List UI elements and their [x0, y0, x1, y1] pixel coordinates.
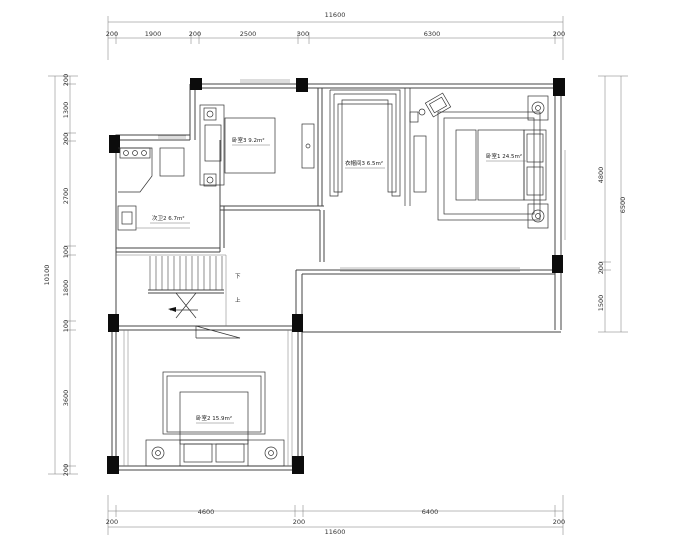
left-seg-5: 100 [62, 246, 70, 258]
column [296, 78, 308, 92]
bottom-total-dimension: 11600 [325, 528, 346, 536]
column [107, 456, 119, 474]
bottom-dimension-chain: 200 4600 200 6400 200 11600 [106, 495, 565, 536]
walls [111, 83, 562, 471]
left-seg-4: 2700 [62, 188, 70, 205]
windows [158, 79, 566, 272]
top-seg-7: 200 [553, 30, 565, 38]
left-seg-2: 1300 [62, 102, 70, 119]
column [108, 314, 119, 332]
column [553, 78, 565, 96]
bottom-seg-1: 200 [106, 518, 118, 526]
staircase: 下 上 [148, 256, 241, 339]
top-seg-4: 2500 [240, 30, 257, 38]
bedroom1: 卧室1 24.5m² [418, 92, 549, 229]
left-total-dimension: 10100 [43, 265, 51, 286]
bottom-seg-2: 4600 [198, 508, 215, 516]
bedroom1-label: 卧室1 24.5m² [486, 152, 522, 160]
left-seg-9: 200 [62, 464, 70, 476]
bottom-seg-3: 200 [293, 518, 305, 526]
stair-down-label: 下 [235, 273, 241, 280]
top-dimension-chain: 11600 200 1900 200 2500 300 6300 200 [106, 11, 565, 60]
top-total-dimension: 11600 [325, 11, 346, 19]
bedroom3: 卧室3 9.2m² [199, 104, 315, 187]
bedroom2-label: 卧室2 15.9m² [196, 414, 232, 422]
top-seg-5: 300 [297, 30, 309, 38]
walkin-closet: 衣帽间3 6.5m² [329, 88, 427, 206]
column [552, 255, 563, 273]
structural-columns [107, 78, 565, 474]
left-seg-8: 3600 [62, 390, 70, 407]
right-seg-3: 1500 [597, 295, 605, 312]
column [190, 78, 202, 90]
walkin-closet-label: 衣帽间3 6.5m² [345, 159, 383, 167]
column [292, 456, 304, 474]
column [109, 135, 120, 153]
bedroom3-label: 卧室3 9.2m² [232, 136, 265, 144]
top-seg-6: 6300 [424, 30, 441, 38]
bathroom2: 次卫2 6.7m² [117, 147, 190, 231]
top-seg-3: 200 [189, 30, 201, 38]
right-dimension-chain: 4800 200 1500 6500 [597, 75, 628, 333]
left-seg-6: 1800 [62, 280, 70, 297]
top-seg-2: 1900 [145, 30, 162, 38]
stair-treads [149, 256, 223, 290]
left-seg-3: 200 [62, 133, 70, 145]
left-seg-7: 100 [62, 320, 70, 332]
stair-up-label: 上 [235, 296, 241, 304]
column [292, 314, 303, 332]
right-total-dimension: 6500 [619, 197, 627, 214]
bathroom2-label: 次卫2 6.7m² [152, 214, 185, 222]
top-seg-1: 200 [106, 30, 118, 38]
right-seg-1: 4800 [597, 167, 605, 184]
bottom-seg-5: 200 [553, 518, 565, 526]
left-dimension-chain: 10100 200 1300 200 2700 100 1800 100 360… [43, 74, 78, 476]
bedroom2: 卧室2 15.9m² [145, 371, 285, 467]
left-seg-1: 200 [62, 74, 70, 86]
right-seg-2: 200 [597, 262, 605, 274]
bottom-seg-4: 6400 [422, 508, 439, 516]
